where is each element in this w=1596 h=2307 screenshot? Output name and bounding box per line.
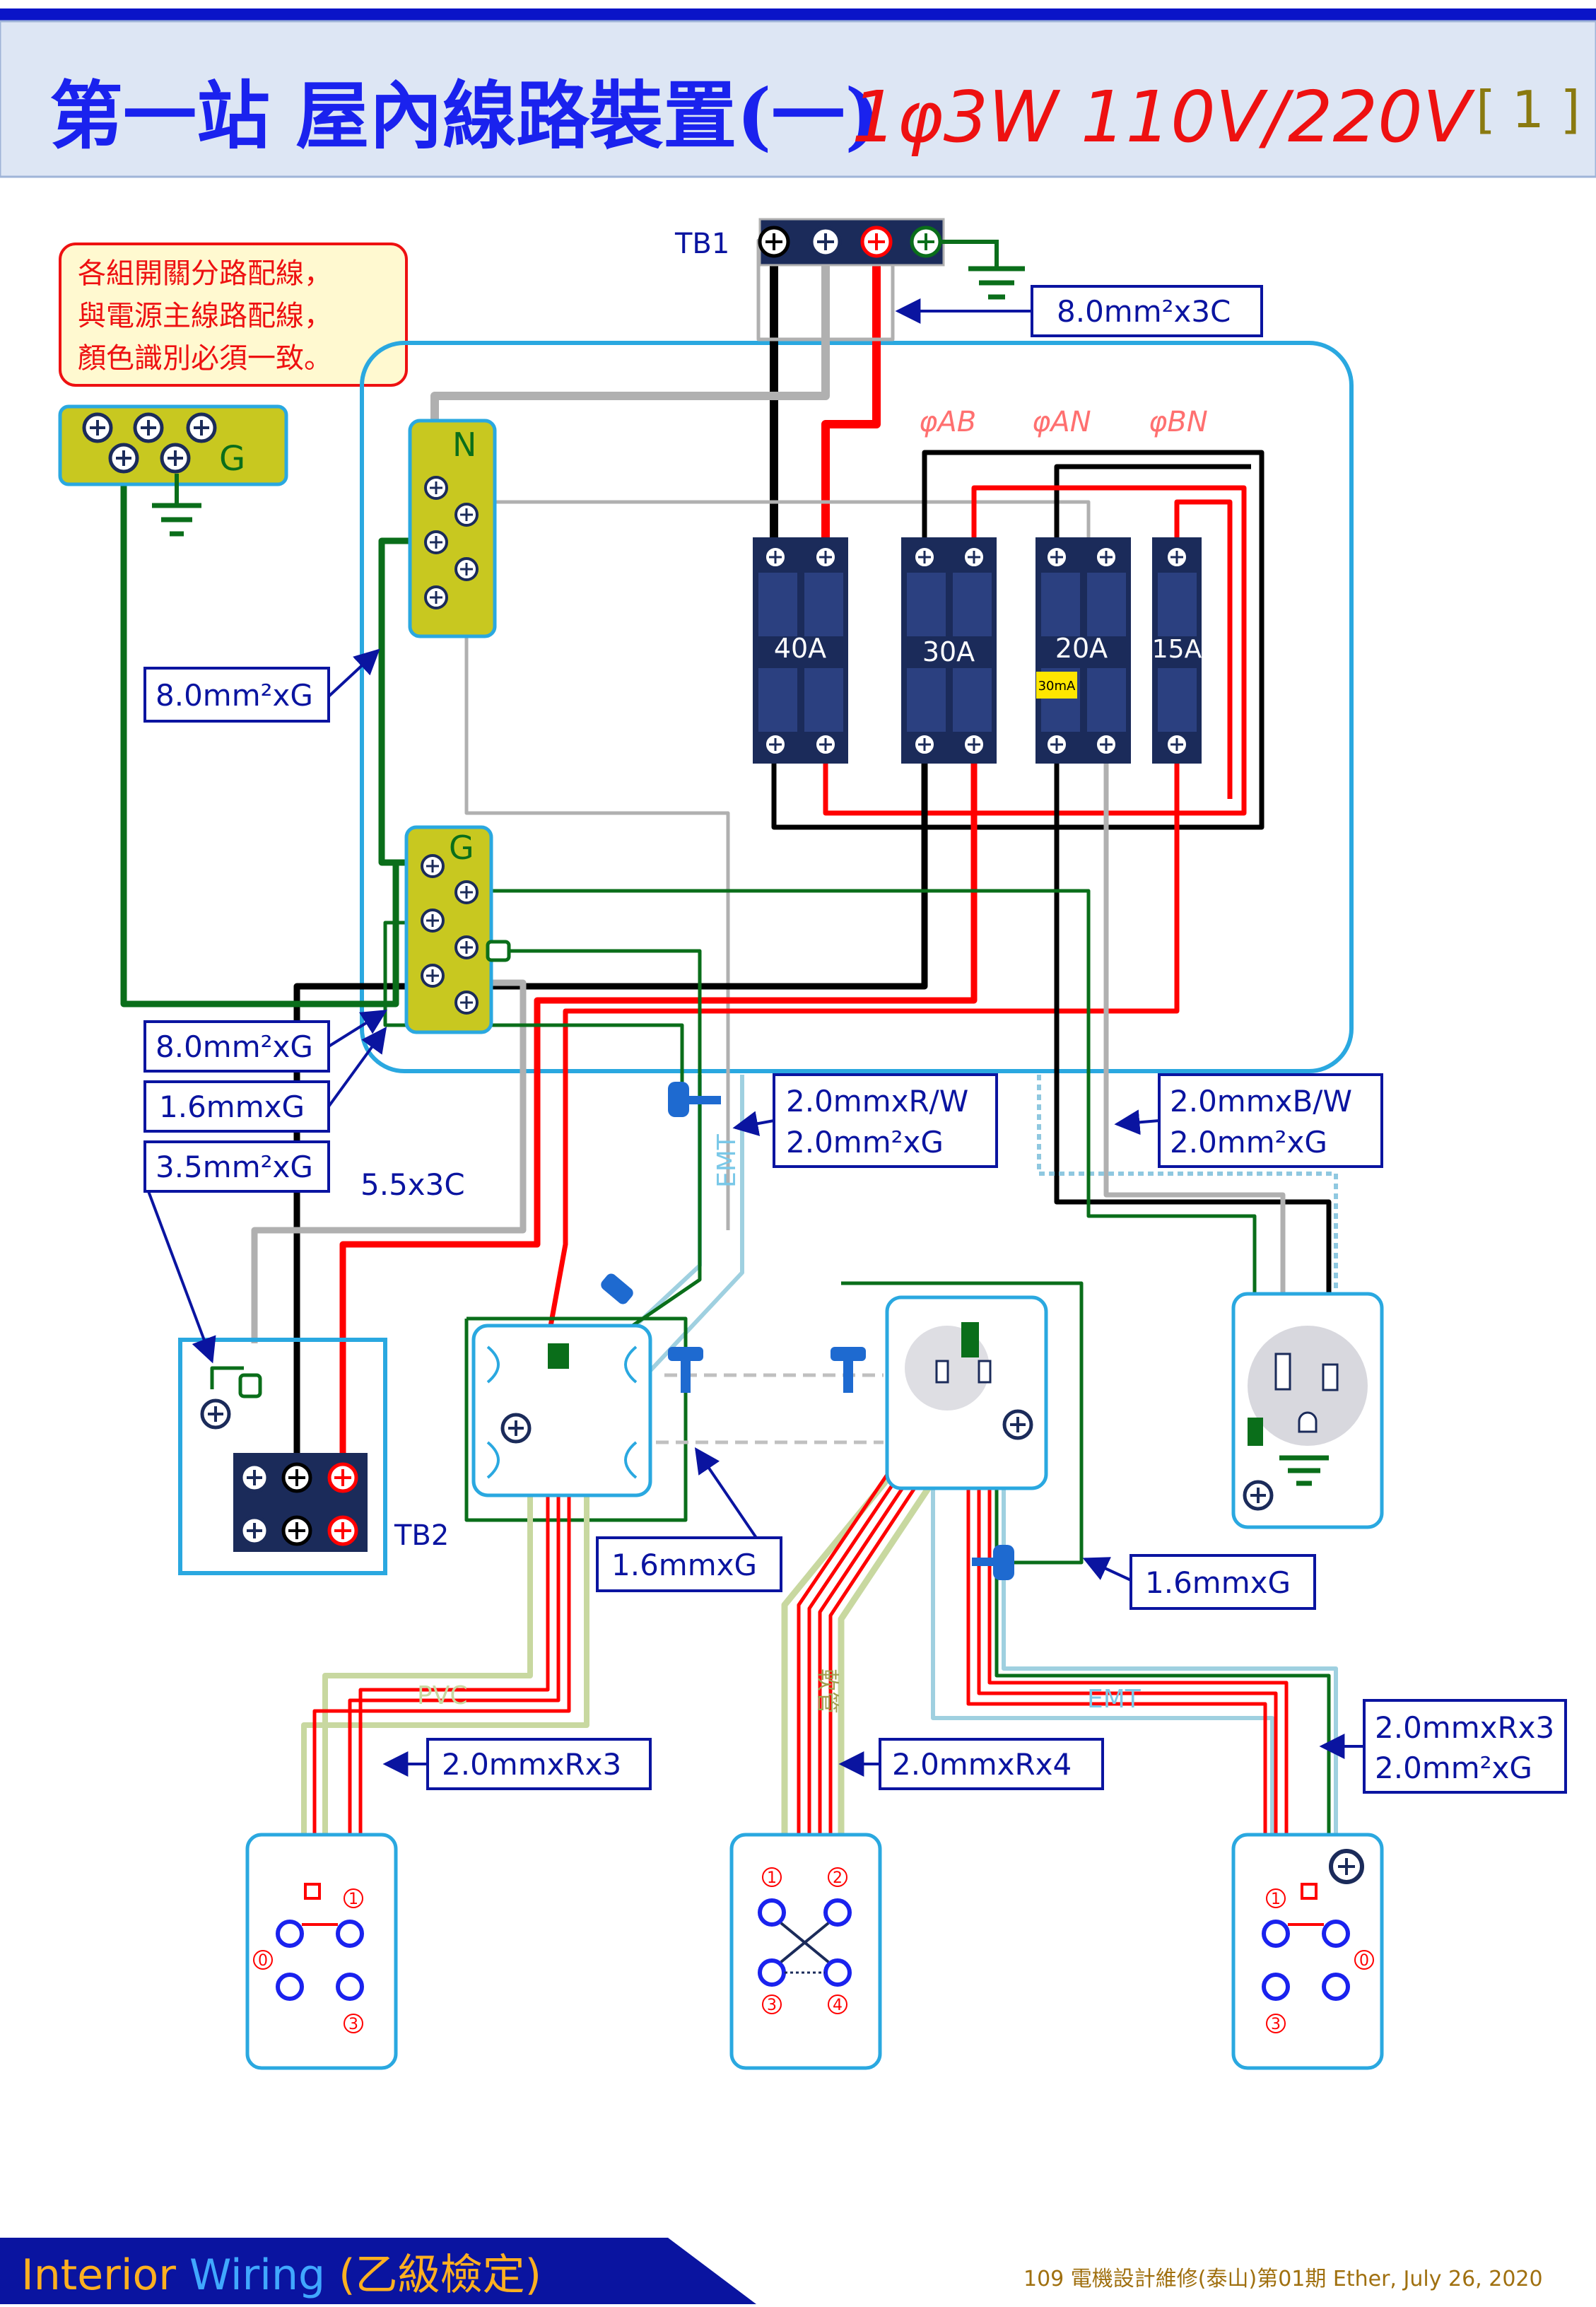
- sw-mid-term-3: 3: [767, 1997, 777, 2014]
- connector-outlet-ground: [972, 1545, 1014, 1580]
- conduit-label-emt-top: EMT: [712, 1133, 741, 1188]
- callout-sw-mid: 2.0mmxRx4: [892, 1747, 1072, 1782]
- footer-brand: Interior Wiring (乙級檢定): [21, 2250, 541, 2300]
- breaker-20a-rating: 20A: [1055, 633, 1108, 664]
- page-title: 第一站 屋內線路裝置(一): [49, 72, 880, 159]
- sw-left-term-1: 1: [348, 1891, 358, 1908]
- note-line-3: 顏色識別必須一致。: [78, 342, 332, 375]
- receptacle-right: [1231, 1292, 1384, 1529]
- breaker-30a: 30A: [901, 537, 997, 764]
- page-title-spec: 1φ3W 110V/220V: [852, 76, 1476, 158]
- sw-left-term-3: 3: [348, 2016, 358, 2033]
- tb2-terminal-block: TB2: [178, 1338, 449, 1575]
- conduit-label-emt-bottom: EMT: [1087, 1685, 1142, 1714]
- emt-connector-box: [601, 1273, 633, 1304]
- ground-bar-left: G: [58, 404, 288, 537]
- sw-mid-term-1: 1: [767, 1869, 777, 1887]
- note-line-1: 各組開關分路配線，: [78, 257, 332, 290]
- switch-box-left: 0 1 3: [245, 1833, 398, 2070]
- breaker-40a: 40A: [753, 537, 848, 764]
- emt-connector-top: [668, 1082, 721, 1117]
- neutral-bar-label: N: [452, 426, 476, 464]
- callout-sw-right-2: 2.0mm²xG: [1375, 1751, 1532, 1785]
- footer-band: [0, 2238, 756, 2304]
- footer: Interior Wiring (乙級檢定) 109 電機設計維修(泰山)第01…: [0, 2238, 1543, 2304]
- ground-bar-label: G: [449, 829, 474, 867]
- distribution-panel: [360, 341, 1354, 1073]
- callout-emt-left-1: 2.0mmxR/W: [786, 1084, 968, 1119]
- callouts: [143, 285, 1567, 1794]
- callout-ground-main: 8.0mm²xG: [156, 678, 313, 713]
- tb1-label: TB1: [674, 228, 729, 260]
- phase-an-label: φAN: [1032, 406, 1091, 438]
- callout-cable-55: 5.5x3C: [360, 1167, 465, 1202]
- note-line-2: 與電源主線路配線，: [78, 300, 332, 332]
- callout-emt-left-2: 2.0mm²xG: [786, 1125, 944, 1160]
- callout-emt-right-1: 2.0mmxB/W: [1170, 1084, 1352, 1119]
- sw-right-term-3: 3: [1271, 2016, 1281, 2033]
- connector-box-left: [668, 1347, 703, 1393]
- switch-box-middle: 1 2 3 4: [729, 1833, 882, 2070]
- sw-mid-term-2: 2: [833, 1869, 843, 1887]
- callout-ground-35: 3.5mm²xG: [156, 1150, 313, 1184]
- conduit-label-pvc: PVC: [417, 1681, 467, 1710]
- conduit-label-flex: 軟管: [814, 1669, 841, 1714]
- connector-box-center: [831, 1347, 866, 1393]
- tb2-label: TB2: [394, 1519, 449, 1552]
- breaker-20a: 20A 30mA: [1035, 537, 1131, 764]
- sw-right-term-1: 1: [1271, 1891, 1281, 1908]
- callout-outlet-ground: 1.6mmxG: [1145, 1565, 1291, 1600]
- ground-symbol-left: [152, 503, 201, 537]
- tb1-terminal-block: TB1: [674, 218, 1025, 300]
- rcd-label: 30mA: [1038, 679, 1076, 694]
- breaker-30a-rating: 30A: [922, 636, 975, 667]
- callout-ground-16: 1.6mmxG: [159, 1090, 305, 1124]
- header-top-bar: [0, 8, 1596, 21]
- callout-texts: 8.0mm²x3C 8.0mm²xG 8.0mm²xG 1.6mmxG 3.5m…: [156, 294, 1554, 1785]
- callout-box-ground: 1.6mmxG: [611, 1548, 757, 1582]
- ground-bar-panel: G: [404, 825, 511, 1034]
- switch-box-right: 1 0 3: [1231, 1833, 1384, 2070]
- note-box: 各組開關分路配線， 與電源主線路配線， 顏色識別必須一致。: [59, 243, 408, 387]
- callout-ground-main-2: 8.0mm²xG: [156, 1029, 313, 1064]
- ground-symbol-receptacle: [1279, 1455, 1329, 1486]
- breaker-15a: 15A: [1152, 537, 1202, 764]
- footer-credit: 109 電機設計維修(泰山)第01期 Ether, July 26, 2020: [1023, 2267, 1543, 2291]
- sw-left-term-0: 0: [258, 1952, 268, 1970]
- header: 第一站 屋內線路裝置(一) 1φ3W 110V/220V [ 1 ]: [0, 8, 1596, 178]
- sw-mid-term-4: 4: [833, 1997, 843, 2014]
- header-band: [0, 20, 1596, 178]
- page-marker: [ 1 ]: [1476, 80, 1580, 139]
- breaker-15a-rating: 15A: [1152, 635, 1202, 664]
- phase-ab-label: φAB: [919, 406, 976, 438]
- phase-bn-label: φBN: [1149, 406, 1208, 438]
- callout-sw-right-1: 2.0mmxRx3: [1375, 1710, 1554, 1745]
- breaker-40a-rating: 40A: [774, 633, 826, 664]
- ground-bar-left-label: G: [219, 439, 245, 479]
- callout-sw-left: 2.0mmxRx3: [442, 1747, 621, 1782]
- sw-right-term-0: 0: [1359, 1952, 1369, 1970]
- outlet-box-center: [885, 1295, 1048, 1490]
- neutral-bar: N: [408, 419, 497, 638]
- callout-emt-right-2: 2.0mm²xG: [1170, 1125, 1327, 1160]
- wiring: [120, 238, 1338, 1987]
- junction-box-left: [471, 1324, 652, 1497]
- callout-tb1-cable: 8.0mm²x3C: [1057, 294, 1231, 329]
- ground-symbol-tb1: [968, 266, 1025, 300]
- rcd-indicator: [1036, 672, 1077, 699]
